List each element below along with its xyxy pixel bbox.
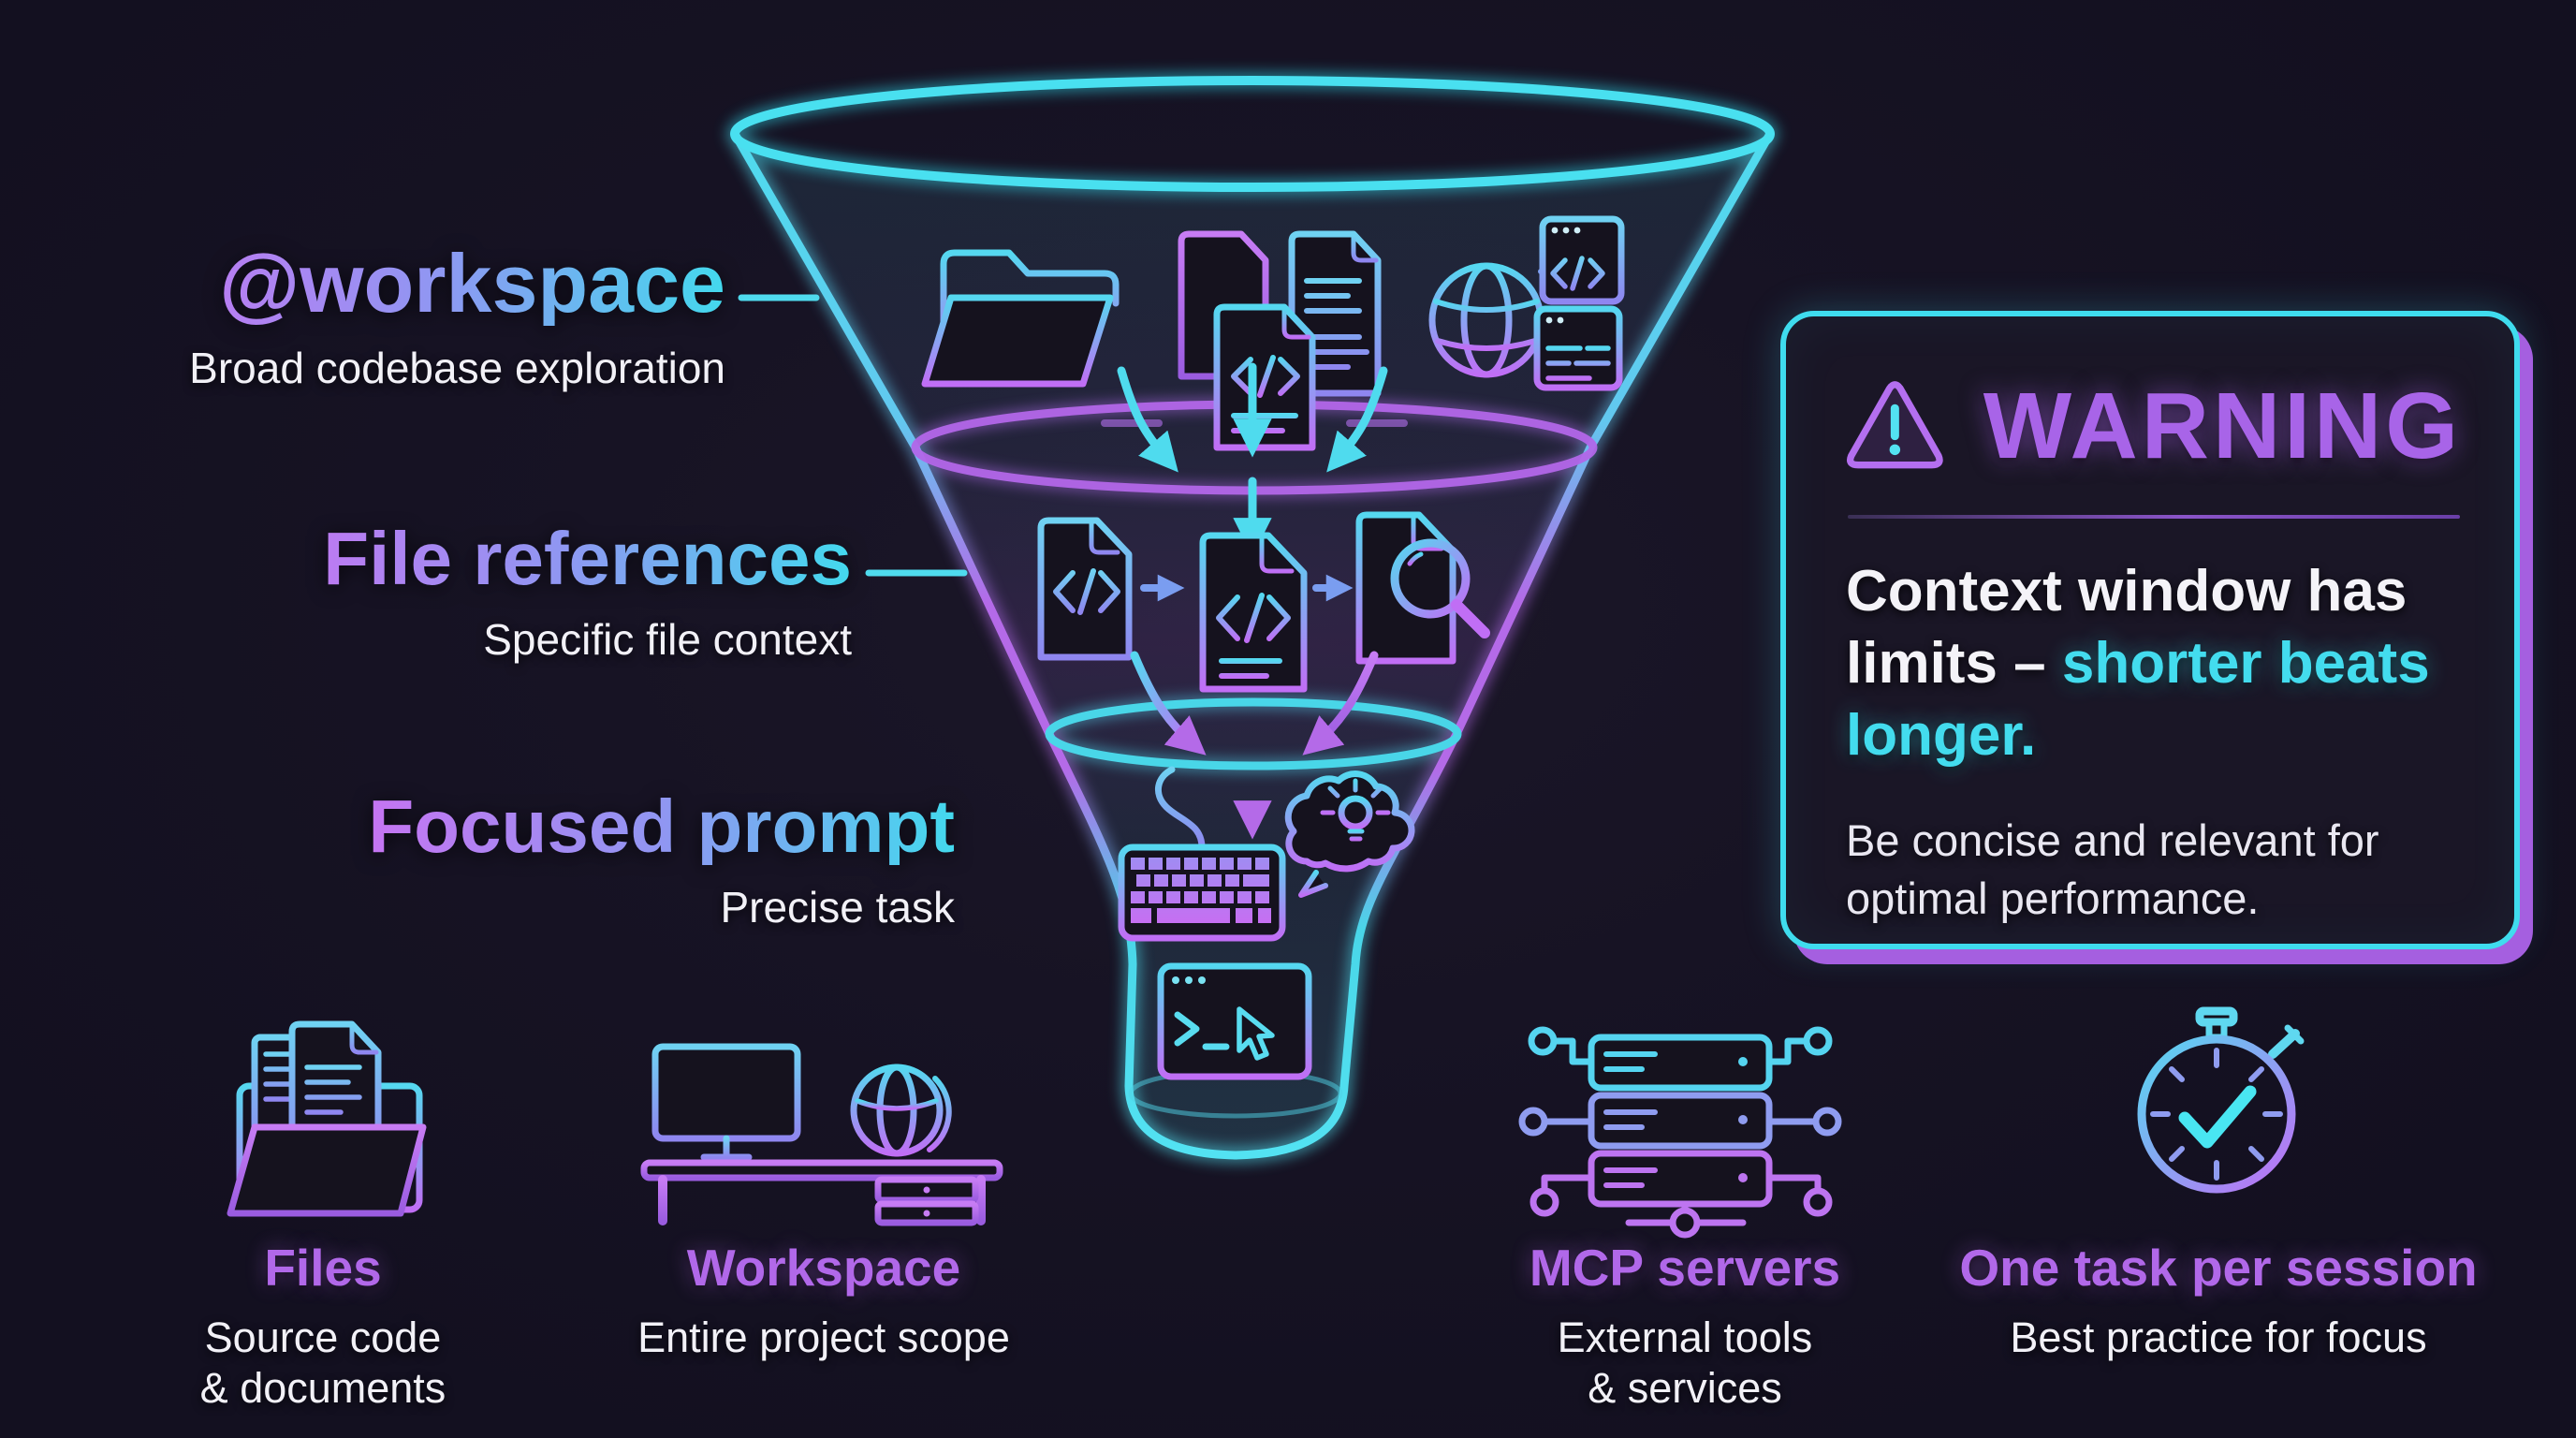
search-file-icon	[1355, 511, 1490, 665]
funnel-wall-left	[730, 129, 1240, 1160]
one-task-subtitle: Best practice for focus	[1919, 1313, 2518, 1363]
code-file-icon-center	[1199, 532, 1308, 693]
workspace-stage-title: @workspace	[126, 242, 725, 326]
funnel-stage-focused-prompt: Focused prompt Precise task	[356, 788, 955, 932]
warning-body: Be concise and relevant for optimal perf…	[1846, 814, 2379, 923]
focused-prompt-stage-title: Focused prompt	[356, 788, 955, 865]
server-stack-icon	[1518, 1026, 1842, 1239]
file-references-stage-subtitle: Specific file context	[483, 614, 852, 664]
bottom-item-mcp-servers: MCP servers External tools & services	[1479, 1238, 1891, 1414]
mcp-servers-subtitle-line2: & services	[1588, 1364, 1782, 1412]
arrow-curved-right	[1326, 366, 1388, 473]
workspace-title: Workspace	[686, 1239, 961, 1297]
warning-divider	[1848, 515, 2460, 519]
funnel-wall-right	[1231, 129, 1775, 1160]
keyboard-icon	[1118, 766, 1286, 942]
warning-header: WARNING	[1846, 371, 2462, 481]
label-connectors	[738, 294, 1082, 826]
folder-icon	[921, 249, 1120, 388]
check-icon	[2178, 1085, 2257, 1149]
files-subtitle-line2: & documents	[199, 1364, 446, 1412]
bottom-item-one-task: One task per session Best practice for f…	[1919, 1238, 2518, 1363]
arrow-curved-left	[1117, 366, 1178, 473]
one-task-subtitle-line1: Best practice for focus	[2010, 1313, 2427, 1361]
thought-bubble-idea-icon	[1284, 770, 1415, 898]
folder-documents-icon	[227, 1020, 427, 1217]
focused-prompt-stage-subtitle: Precise task	[720, 882, 955, 932]
file-references-stage-title: File references	[253, 521, 852, 597]
stopwatch-check-icon	[2137, 1006, 2305, 1194]
mcp-servers-title: MCP servers	[1529, 1239, 1841, 1297]
warning-title: WARNING	[1983, 373, 2462, 478]
desk-workspace-icon	[640, 1043, 1003, 1226]
one-task-title: One task per session	[1959, 1239, 2478, 1297]
funnel-top-rim	[730, 76, 1775, 192]
code-file-icon-left	[1037, 517, 1133, 661]
mcp-servers-subtitle-line1: External tools	[1557, 1313, 1813, 1361]
bottom-item-workspace: Workspace Entire project scope	[590, 1238, 1058, 1363]
warning-panel: WARNING Context window has limits – shor…	[1780, 311, 2520, 949]
cursor-icon	[1237, 1006, 1275, 1061]
files-title: Files	[264, 1239, 382, 1297]
files-subtitle-line1: Source code	[204, 1313, 442, 1361]
arrow-curved-left-2	[1130, 651, 1207, 756]
warning-headline-white: Context window has limits –	[1846, 559, 2408, 696]
workspace-stage-subtitle: Broad codebase exploration	[189, 343, 725, 392]
warning-headline-cyan: shorter beats longer.	[1846, 630, 2430, 768]
workspace-subtitle-line1: Entire project scope	[637, 1313, 1010, 1361]
funnel-arrows-middle	[1130, 651, 1379, 840]
funnel-stage-workspace: @workspace Broad codebase exploration	[126, 242, 725, 393]
funnel-stage-file-references: File references Specific file context	[253, 521, 852, 665]
funnel-arrows-top	[1117, 362, 1388, 557]
arrow-curved-right-2	[1302, 651, 1379, 756]
warning-triangle-icon	[1846, 381, 1943, 469]
terminal-window-icon	[1157, 962, 1312, 1080]
bottom-item-files: Files Source code & documents	[136, 1238, 510, 1414]
workspace-subtitle: Entire project scope	[590, 1313, 1058, 1363]
terminal-prompt	[1174, 1011, 1230, 1050]
globe-browser-icon	[1428, 215, 1625, 391]
mcp-servers-subtitle: External tools & services	[1479, 1313, 1891, 1414]
documents-stack-icon	[1178, 230, 1382, 451]
warning-headline: Context window has limits – shorter beat…	[1846, 556, 2449, 772]
files-subtitle: Source code & documents	[136, 1313, 510, 1414]
